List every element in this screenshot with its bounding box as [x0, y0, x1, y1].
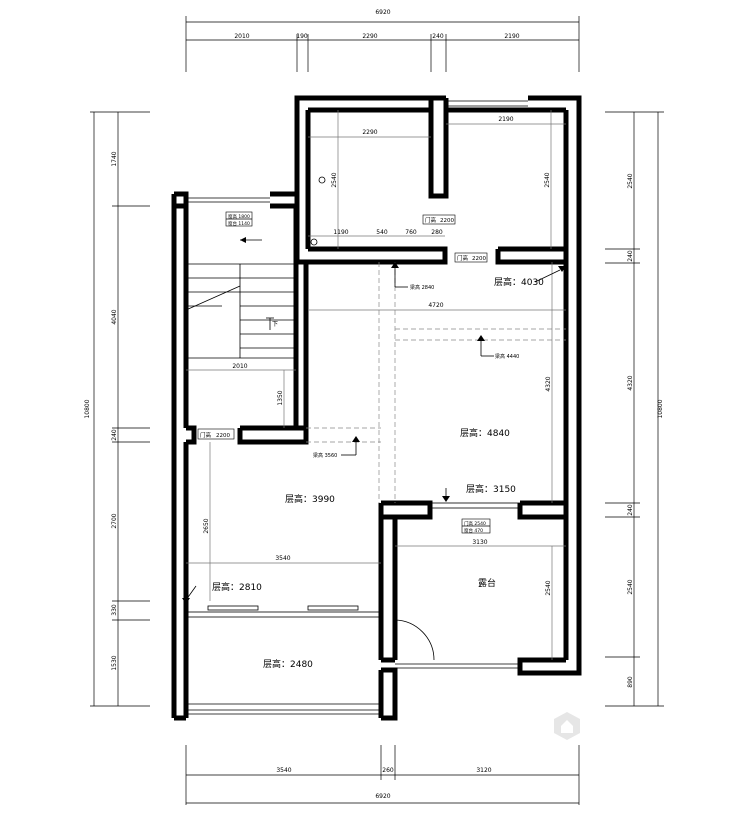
stair-arrow-icon [240, 237, 246, 243]
level-arrow-icon [442, 496, 450, 502]
dim-top-room-b-side: 2540 [544, 172, 551, 187]
beam-marker-mid: 梁高 4440 [477, 335, 519, 360]
balcony-door-height: 门高 2540 [464, 520, 486, 527]
room-height-3150: 层高：3150 [466, 483, 516, 495]
right-dim-3: 4320 [627, 375, 634, 390]
balcony-door-sill: 窗台 470 [464, 527, 483, 534]
dim-mid-side: 4320 [545, 376, 552, 391]
dim-stair-width: 2010 [232, 363, 247, 370]
tag-balcony-door: 门高 2540 窗台 470 [461, 518, 491, 534]
top-dim-1: 2010 [234, 33, 249, 40]
left-door-label: 门高 [200, 431, 212, 439]
walls [171, 95, 582, 721]
dim-top-room-a-side: 2540 [331, 172, 338, 187]
tag-door-left: 门高 2200 [197, 428, 235, 440]
dim-bottom-row-2: 540 [376, 229, 388, 236]
stair-window-height: 窗高 1800 [228, 213, 250, 220]
beam-arrow-icon [391, 262, 399, 268]
balcony-door-swing [394, 619, 435, 661]
dim-bottom-row-4: 280 [431, 229, 443, 236]
dimension-right: 2540 240 4320 240 2540 890 10800 [605, 111, 664, 707]
bottom-dim-3: 3120 [476, 767, 491, 774]
level-marker-4030 [534, 266, 566, 283]
balcony-label: 露台 [478, 577, 496, 589]
right-dim-2: 240 [627, 250, 634, 262]
right-total-dim: 10800 [657, 399, 664, 418]
windows [185, 100, 528, 715]
corridor-door-label: 门高 [457, 254, 469, 262]
staircase: 下 [185, 237, 296, 359]
dimension-top: 6920 2010 190 2290 240 2190 [185, 9, 580, 72]
dim-bottom-row-3: 760 [405, 229, 417, 236]
dimension-left: 10800 1740 4040 240 2700 330 1530 [84, 111, 150, 707]
inner-dims: 2290 2540 2190 2540 1190 540 760 280 201… [203, 116, 552, 596]
right-dim-5: 2540 [627, 579, 634, 594]
dim-bottom-row-1: 1190 [333, 229, 348, 236]
top-dim-5: 2190 [504, 33, 519, 40]
left-dim-1: 1740 [111, 151, 118, 166]
top-dim-2: 190 [296, 33, 308, 40]
room-labels: 层高：4030 层高：4840 层高：3150 层高：3990 层高：2810 … [212, 276, 544, 670]
watermark-logo [554, 712, 580, 740]
beam-arrow-icon [352, 436, 360, 442]
dim-mid-width: 4720 [428, 302, 443, 309]
dim-balcony-width: 3130 [472, 539, 487, 546]
beam-left-label: 梁高 3560 [313, 452, 337, 459]
inner-dim-lines [186, 110, 566, 660]
dim-stair-side: 1350 [277, 390, 284, 405]
floor-drain-icon [318, 176, 326, 184]
upper-door-label: 门高 [425, 216, 437, 224]
corridor-door-value: 2200 [472, 256, 486, 262]
room-height-2480: 层高：2480 [263, 658, 313, 670]
top-dim-4: 240 [432, 33, 444, 40]
tag-stair-window: 窗高 1800 窗台 1140 [225, 211, 253, 227]
upper-door-value: 2200 [440, 218, 454, 224]
left-dim-2: 4040 [111, 309, 118, 324]
room-height-3990: 层高：3990 [285, 493, 335, 505]
right-dim-1: 2540 [627, 173, 634, 188]
left-dim-3: 240 [111, 429, 118, 441]
bottom-total-dim: 6920 [375, 793, 390, 800]
dim-lower-left-width: 3540 [275, 555, 290, 562]
dimension-bottom: 3540 260 3120 6920 [185, 745, 580, 805]
left-dim-4: 2700 [111, 513, 118, 528]
stair-window-sill: 窗台 1140 [228, 220, 250, 227]
right-dim-6: 890 [627, 676, 634, 688]
fixture-icon [310, 238, 318, 246]
tag-door-corridor: 门高 2200 [454, 252, 488, 263]
left-total-dim: 10800 [84, 399, 91, 418]
left-dim-5: 330 [111, 604, 118, 616]
beam-mid-label: 梁高 4440 [495, 353, 519, 360]
top-dim-3: 2290 [362, 33, 377, 40]
level-marker-3150 [442, 488, 450, 502]
left-dim-6: 1530 [111, 655, 118, 670]
beam-marker-top: 梁高 2840 [391, 262, 434, 291]
tag-door-upper: 门高 2200 [422, 214, 456, 225]
top-total-dim: 6920 [375, 9, 390, 16]
right-dim-4: 240 [627, 504, 634, 516]
beam-lines [306, 262, 566, 503]
room-height-4030: 层高：4030 [494, 276, 544, 288]
bottom-dim-1: 3540 [276, 767, 291, 774]
beam-arrow-icon [477, 335, 485, 341]
dim-top-room-a: 2290 [362, 129, 377, 136]
level-arrow-icon [558, 266, 566, 272]
dim-balcony-side: 2540 [545, 580, 552, 595]
level-arrow-icon [182, 598, 190, 604]
beam-marker-left: 梁高 3560 [313, 436, 360, 459]
left-door-value: 2200 [216, 433, 230, 439]
dim-lower-left-side: 2650 [203, 518, 210, 533]
room-height-2810: 层高：2810 [212, 581, 262, 593]
dim-top-room-b: 2190 [498, 116, 513, 123]
bottom-dim-2: 260 [382, 767, 394, 774]
level-marker-2810 [182, 585, 197, 604]
beam-top-label: 梁高 2840 [410, 284, 434, 291]
stair-down-label: 下 [272, 321, 278, 328]
room-height-4840: 层高：4840 [460, 427, 510, 439]
